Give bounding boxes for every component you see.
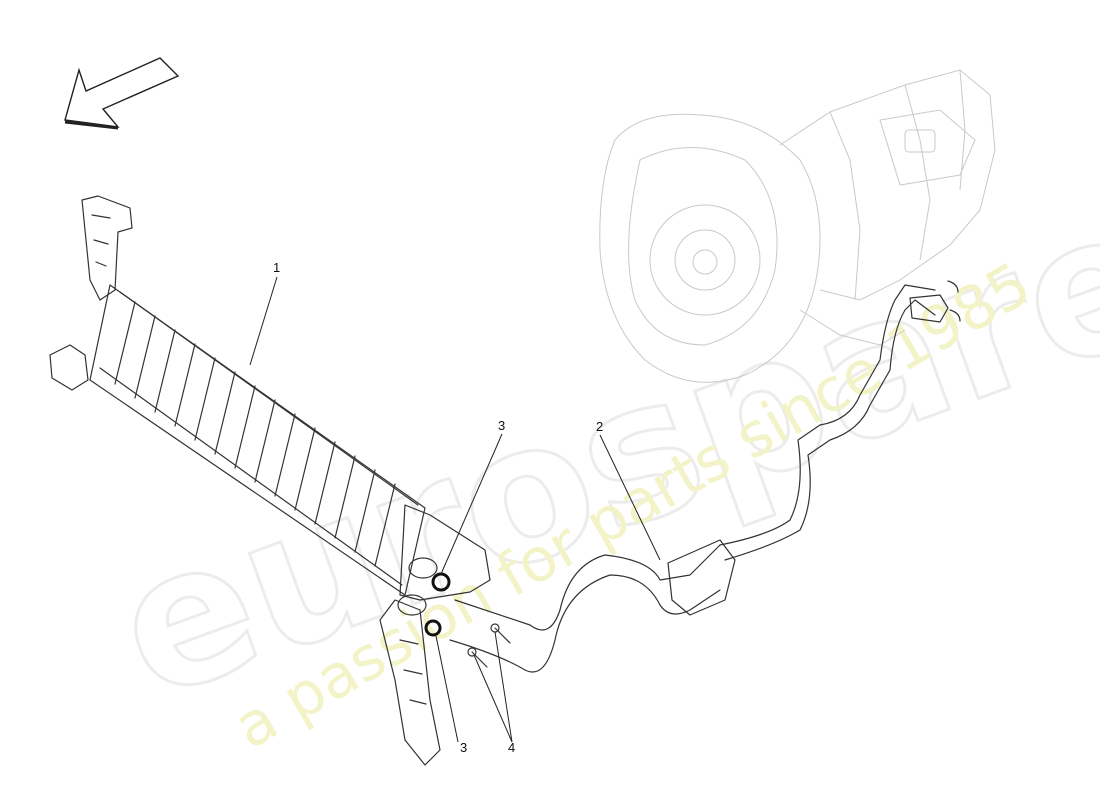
callout-2: 2 bbox=[596, 419, 603, 434]
direction-arrow-icon bbox=[64, 57, 180, 130]
oil-pipe-assembly bbox=[449, 280, 961, 673]
leader-lines bbox=[249, 276, 661, 743]
o-ring-lower bbox=[424, 619, 442, 637]
callout-3-upper: 3 bbox=[498, 418, 505, 433]
callout-1: 1 bbox=[273, 260, 280, 275]
callout-3-lower: 3 bbox=[460, 740, 467, 755]
gearbox-assembly bbox=[599, 69, 996, 383]
callout-4: 4 bbox=[508, 740, 515, 755]
mounting-screws bbox=[467, 623, 511, 668]
oil-cooler-radiator bbox=[49, 195, 491, 766]
watermark-logo: eurospares bbox=[90, 124, 1100, 743]
